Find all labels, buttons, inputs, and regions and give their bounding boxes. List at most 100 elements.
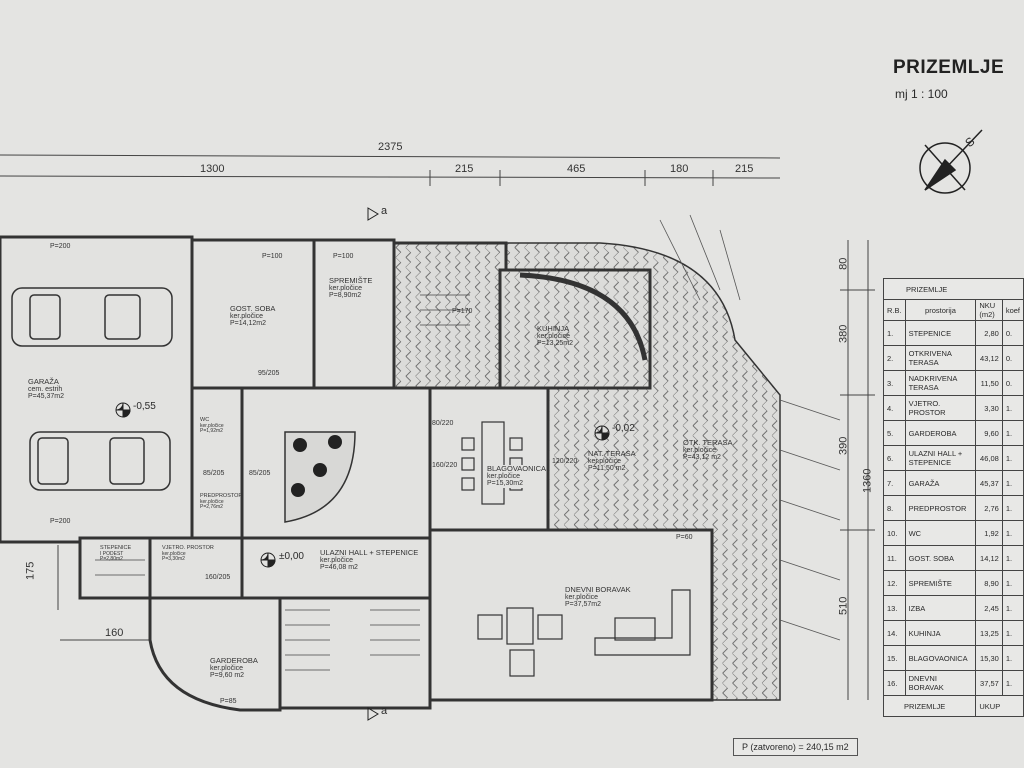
- section-marker-label-bottom: a: [381, 705, 388, 717]
- room-finish: ker.pločice: [210, 664, 244, 672]
- legend-coef: 1.: [1001, 645, 1024, 671]
- room-area: P=9,60 m2: [210, 672, 245, 680]
- legend-area: 2,45: [975, 595, 1003, 621]
- dim-right-1: 80: [837, 257, 850, 270]
- room-name: SPREMIŠTE: [329, 276, 373, 285]
- opening-label: 85/205: [203, 470, 225, 477]
- legend-rb: 11.: [883, 545, 906, 571]
- legend-header: prostorija: [904, 299, 977, 321]
- legend-area: 43,12: [975, 345, 1003, 371]
- opening-label: P=200: [50, 518, 71, 525]
- opening-label: P=100: [262, 253, 283, 260]
- legend-footer: PRIZEMLJE: [882, 695, 977, 717]
- room-finish: ker.pločice: [487, 472, 521, 480]
- room-finish: ker.pločice: [537, 332, 571, 340]
- car-icon: [11, 287, 173, 491]
- legend-area: 9,60: [975, 420, 1003, 446]
- opening-label: 95/205: [258, 370, 280, 377]
- opening-label: 85/205: [249, 470, 271, 477]
- room-name: GARDEROBA: [210, 656, 258, 665]
- level-label: ±0,00: [279, 551, 304, 562]
- legend-area: 14,12: [975, 545, 1003, 571]
- room-area: P=1,92m2: [200, 428, 223, 435]
- legend-room: KUHINJA: [904, 620, 977, 646]
- garderoba-curve: [148, 596, 282, 712]
- opening-label: P=100: [333, 253, 354, 260]
- section-marker-label: a: [381, 205, 388, 217]
- legend-area: 11,50: [975, 370, 1003, 396]
- legend-coef: 1.: [1001, 445, 1024, 471]
- legend-coef: 1.: [1001, 545, 1024, 571]
- dim-left-horizontal: 160: [105, 627, 124, 639]
- legend-room: SPREMIŠTE: [904, 570, 977, 596]
- section-marker-icon: [367, 207, 379, 721]
- legend-coef: 1.: [1001, 420, 1024, 446]
- legend-room: IZBA: [904, 595, 977, 621]
- legend-rb: 15.: [883, 645, 906, 671]
- room-finish: ker.pločice: [565, 593, 599, 601]
- opening-label: 160/205: [205, 574, 231, 581]
- room-name: DNEVNI BORAVAK: [565, 585, 631, 594]
- sofa-icon: [477, 589, 691, 677]
- dim-chain-1: 1300: [200, 163, 225, 175]
- room-finish: ker.pločice: [200, 422, 224, 429]
- opening-label: 120/220: [552, 458, 578, 465]
- legend-coef: 1.: [1001, 570, 1024, 596]
- legend-area: 37,57: [975, 670, 1003, 696]
- dim-chain-2: 215: [455, 163, 474, 175]
- room-name: WC: [200, 417, 210, 423]
- dim-right-2: 380: [837, 324, 850, 343]
- dimension-lines: [0, 154, 875, 700]
- room-name: PREDPROSTOR: [200, 493, 243, 499]
- legend-area: 2,80: [975, 320, 1003, 346]
- legend-room: BLAGOVAONICA: [904, 645, 977, 671]
- room-area: P=8,90m2: [329, 292, 362, 300]
- legend-area: 46,08: [975, 445, 1003, 471]
- opening-label: P=200: [50, 243, 71, 250]
- room-area: P=46,08 m2: [320, 564, 358, 572]
- opening-label: P=85: [220, 698, 237, 705]
- dim-left-vertical: 175: [24, 561, 37, 580]
- opening-label: P=170: [452, 308, 473, 315]
- legend-rb: 4.: [883, 395, 906, 421]
- legend-rb: 8.: [883, 495, 906, 521]
- room-name: KUHINJA: [537, 324, 570, 333]
- room-finish: ker.pločice: [230, 312, 264, 320]
- stairs: [95, 294, 470, 671]
- room-finish: ker.pločice: [162, 550, 186, 557]
- opening-label: 160/220: [432, 462, 458, 469]
- opening-label: 80/220: [432, 420, 454, 427]
- room-finish: ker.pločice: [200, 498, 224, 505]
- legend-area: 3,30: [975, 395, 1003, 421]
- legend-coef: 0.: [1001, 345, 1024, 371]
- legend-rb: 1.: [883, 320, 906, 346]
- room-finish: cem. estrih: [28, 385, 63, 393]
- legend-footer: UKUP: [975, 695, 1024, 717]
- room-finish: ker.pločice: [588, 457, 622, 465]
- dim-total: 2375: [378, 141, 403, 153]
- legend-rb: 6.: [883, 445, 906, 471]
- drawing-scale: mj 1 : 100: [895, 87, 948, 101]
- legend-rb: 10.: [883, 520, 906, 546]
